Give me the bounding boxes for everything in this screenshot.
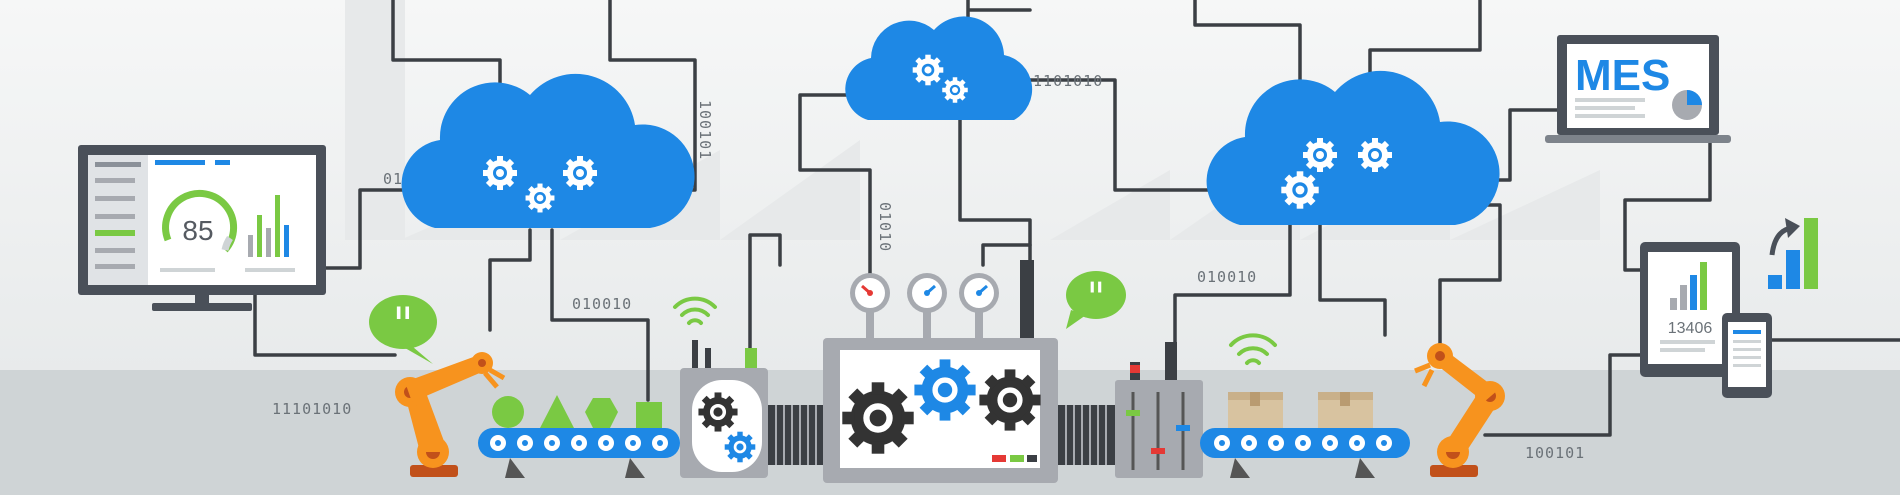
cloud-top — [845, 16, 1033, 120]
cloud-left — [401, 73, 695, 228]
binary-label-01010-vertical: 01010 — [876, 202, 894, 252]
binary-label-100101-bottom: 100101 — [1525, 444, 1585, 462]
cardboard-box — [1228, 392, 1283, 428]
binary-label-11101010-top: 11101010 — [1023, 72, 1103, 90]
main-machine — [823, 260, 1058, 483]
mes-laptop: MES — [1545, 35, 1731, 143]
conveyor-left — [478, 395, 680, 478]
pressure-gauge — [959, 273, 999, 338]
gauge-value: 85 — [182, 215, 213, 246]
cardboard-box — [1318, 392, 1373, 428]
tablet-device: 13406 — [1640, 242, 1740, 377]
pressure-gauge — [907, 273, 947, 338]
wifi-icon — [1229, 333, 1277, 365]
quote-bubble-icon: " — [369, 295, 437, 364]
svg-text:": " — [1087, 275, 1105, 321]
phone-device — [1722, 313, 1772, 398]
wifi-icon — [673, 296, 717, 325]
machine-small — [680, 340, 823, 478]
binary-label-11101010-bottom: 11101010 — [272, 400, 352, 418]
quote-bubble-icon: " — [1066, 271, 1126, 329]
cloud-right — [1206, 70, 1500, 225]
binary-label-010010-right: 010010 — [1197, 268, 1257, 286]
robot-arm-right — [1414, 343, 1505, 477]
binary-label-010010-left: 010010 — [572, 295, 632, 313]
dashboard-monitor: 85 — [78, 145, 326, 311]
machine-connector — [1058, 405, 1116, 465]
mes-label: MES — [1575, 51, 1670, 100]
robot-arm-left — [395, 352, 506, 477]
binary-label-100101-vertical: 100101 — [696, 100, 714, 160]
control-panel — [1115, 342, 1203, 478]
tablet-number: 13406 — [1668, 320, 1713, 337]
svg-text:": " — [392, 297, 413, 351]
pressure-gauge — [850, 273, 890, 338]
growth-arrow-icon — [1768, 218, 1818, 289]
conveyor-right — [1200, 392, 1410, 478]
